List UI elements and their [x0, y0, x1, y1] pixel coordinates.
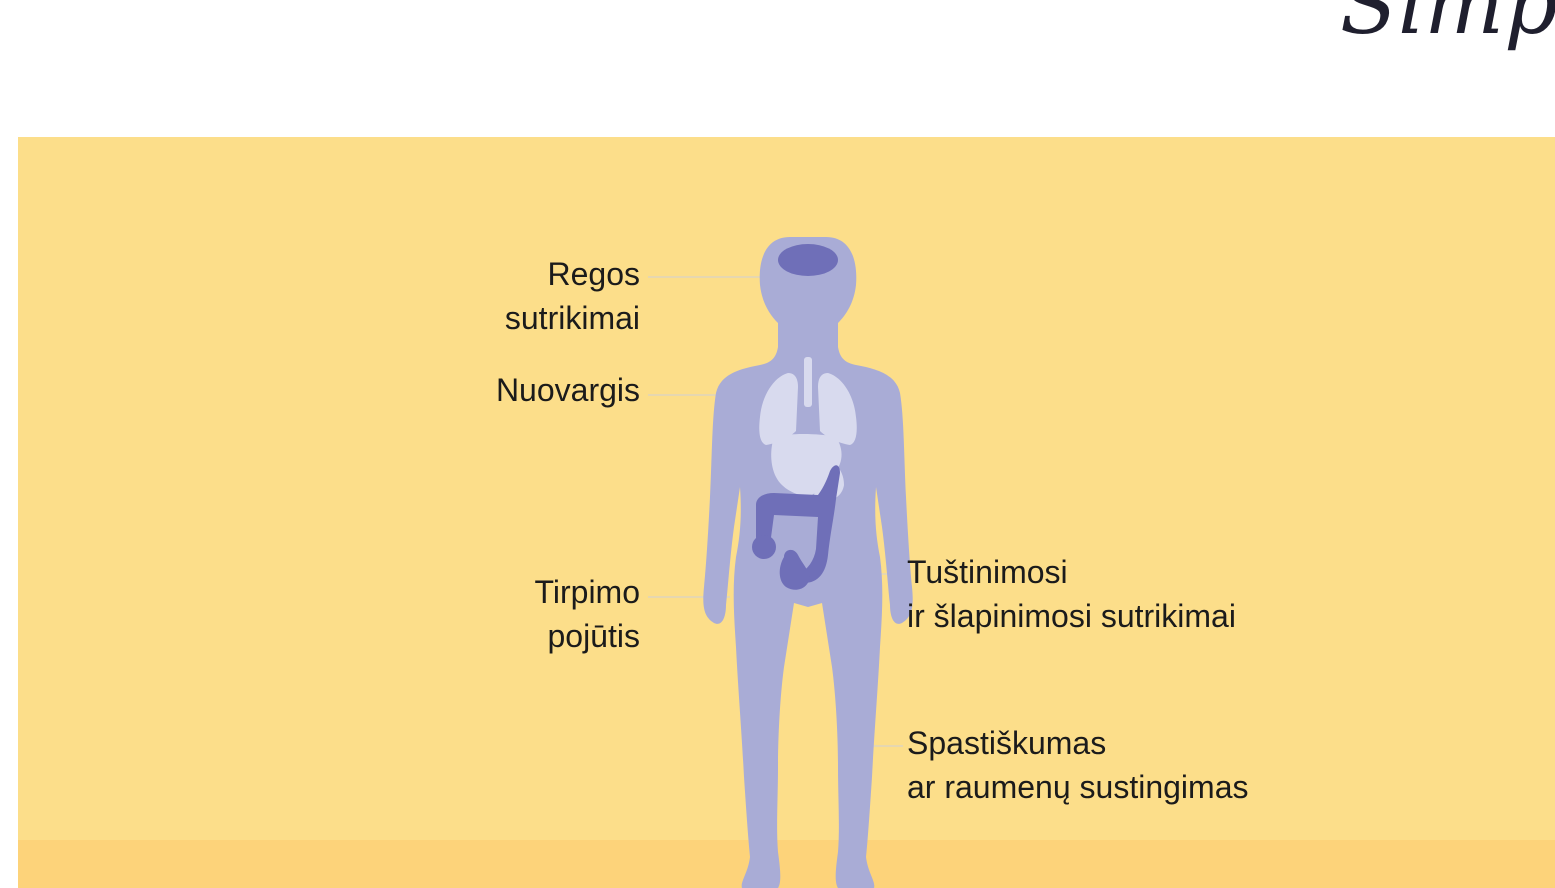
body-silhouette: [703, 237, 912, 888]
label-fatigue: Nuovargis: [496, 368, 640, 412]
trachea: [804, 357, 812, 407]
label-spasticity: Spastiškumas ar raumenų sustingimas: [907, 721, 1248, 809]
brain-highlight: [778, 244, 838, 276]
label-numbness: Tirpimo pojūtis: [535, 570, 640, 658]
body-figure-diagram: [18, 137, 1555, 888]
label-vision-problems: Regos sutrikimai: [505, 252, 640, 340]
label-bowel-bladder: Tuštinimosi ir šlapinimosi sutrikimai: [907, 550, 1236, 638]
colon-bulb: [752, 535, 776, 559]
symptoms-panel: Regos sutrikimai Nuovargis Tirpimo pojūt…: [18, 137, 1555, 888]
page-heading: Simp: [1340, 0, 1555, 46]
